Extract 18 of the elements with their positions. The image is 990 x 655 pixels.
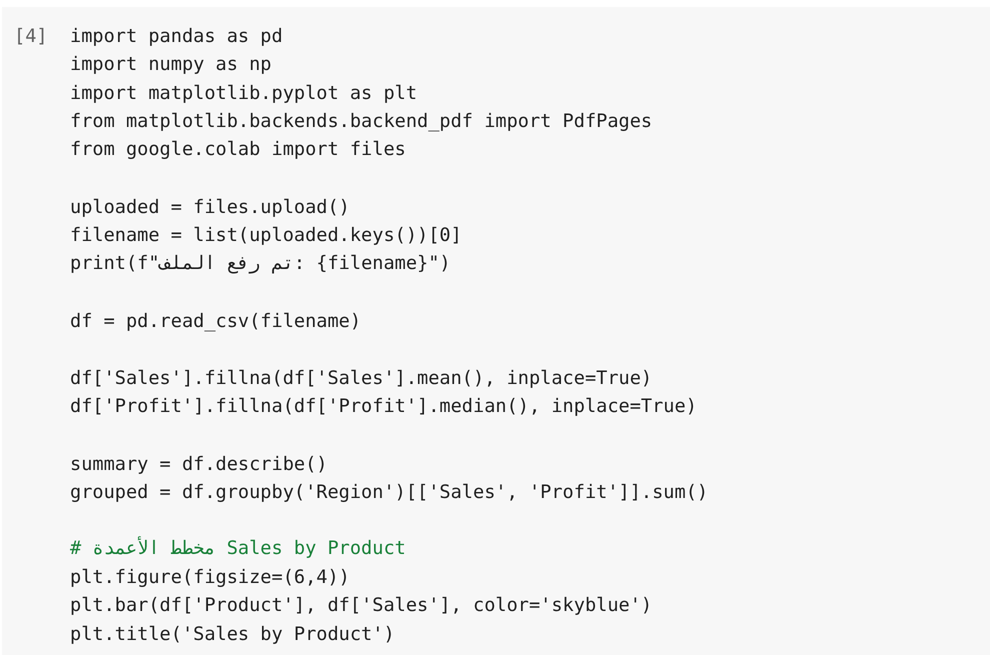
code-line: print(f"تم رفع الملف: {filename}") [70, 252, 451, 276]
code-line: plt.figure(figsize=(6,4)) [70, 566, 350, 590]
execution-count: [4] [14, 25, 48, 49]
code-line: import pandas as pd [70, 25, 283, 49]
code-line: df = pd.read_csv(filename) [70, 310, 362, 334]
code-line: from google.colab import files [70, 138, 406, 162]
code-line: plt.title('Sales by Product') [70, 623, 395, 647]
code-comment: # مخطط الأعمدة Sales by Product [70, 537, 406, 561]
code-line: plt.bar(df['Product'], df['Sales'], color='skyblue') [70, 594, 652, 618]
code-line: from matplotlib.backends.backend_pdf import PdfPages [70, 110, 652, 134]
code-line: df['Sales'].fillna(df['Sales'].mean(), inplace=True) [70, 367, 652, 391]
code-line: filename = list(uploaded.keys())[0] [70, 224, 462, 248]
code-line: uploaded = files.upload() [70, 196, 350, 220]
code-line: summary = df.describe() [70, 453, 328, 477]
code-line: df['Profit'].fillna(df['Profit'].median(), inplace=True) [70, 395, 697, 419]
code-line: import numpy as np [70, 53, 272, 77]
code-line: grouped = df.groupby('Region')[['Sales', 'Profit']].sum() [70, 481, 708, 505]
code-line: import matplotlib.pyplot as plt [70, 82, 418, 106]
